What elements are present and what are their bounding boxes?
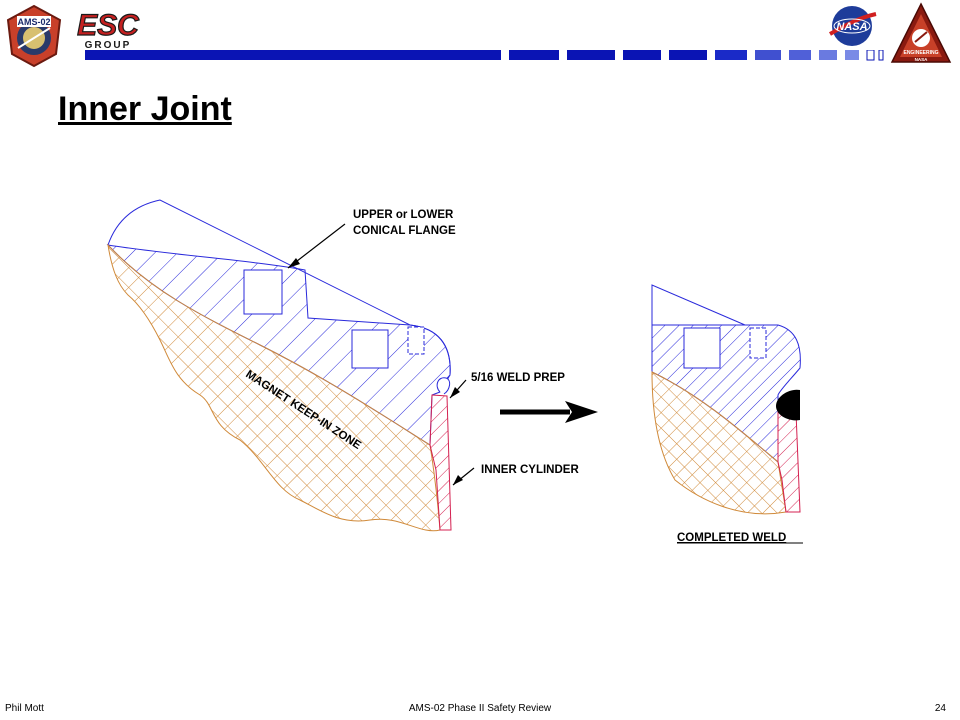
bar-segment <box>845 50 859 60</box>
ams02-logo: AMS-02 <box>6 4 62 68</box>
bar-segment <box>567 50 615 60</box>
bar-segment <box>878 50 884 61</box>
bar-segment <box>819 50 837 60</box>
bar-segment <box>509 50 559 60</box>
svg-text:GROUP: GROUP <box>85 40 132 50</box>
weld-bead <box>776 389 800 421</box>
svg-text:AMS-02: AMS-02 <box>17 17 50 27</box>
engineering-logo: ENGINEERING NASA <box>890 2 952 63</box>
bar-segment <box>669 50 707 60</box>
process-arrow-head <box>565 401 598 423</box>
label-flange-line2: CONICAL FLANGE <box>353 225 456 237</box>
right-assembly <box>651 284 801 515</box>
esc-group-logo: ESC GROUP <box>77 8 141 50</box>
bar-segment <box>866 50 875 61</box>
footer-page-number: 24 <box>934 703 946 714</box>
arrowhead <box>453 475 463 485</box>
svg-text:ENGINEERING: ENGINEERING <box>903 50 938 56</box>
bolt-pocket <box>243 269 283 315</box>
bar-segment <box>715 50 747 60</box>
svg-text:ESC: ESC <box>77 9 140 42</box>
bar-segment <box>85 50 501 60</box>
arrowhead <box>288 258 300 268</box>
inner-cylinder <box>429 394 452 531</box>
label-completed-weld: COMPLETED WELD <box>677 532 786 544</box>
arrowhead <box>450 387 460 398</box>
label-flange-line1: UPPER or LOWER <box>353 209 454 221</box>
bar-segment <box>755 50 781 60</box>
bar-segment <box>789 50 811 60</box>
magnet-keep-in-zone <box>651 371 787 515</box>
page-title: Inner Joint <box>58 90 232 128</box>
flange-outline <box>651 284 746 326</box>
svg-text:NASA: NASA <box>915 57 929 62</box>
weld-prep-groove <box>436 377 451 395</box>
svg-text:NASA: NASA <box>836 21 867 33</box>
label-weld-prep: 5/16 WELD PREP <box>471 372 565 384</box>
bolt-pocket <box>351 329 389 369</box>
nasa-logo: NASA <box>829 6 877 46</box>
bar-segment <box>623 50 661 60</box>
magnet-keep-in-zone <box>107 243 441 532</box>
label-inner-cylinder: INNER CYLINDER <box>481 464 579 476</box>
bolt-pocket <box>683 327 721 369</box>
hidden-pocket <box>407 326 425 355</box>
left-assembly <box>106 199 452 532</box>
hidden-pocket <box>749 327 767 359</box>
footer-author: Phil Mott <box>5 703 44 714</box>
header-segment-bar <box>85 50 884 61</box>
footer-review-title: AMS-02 Phase II Safety Review <box>408 703 552 714</box>
